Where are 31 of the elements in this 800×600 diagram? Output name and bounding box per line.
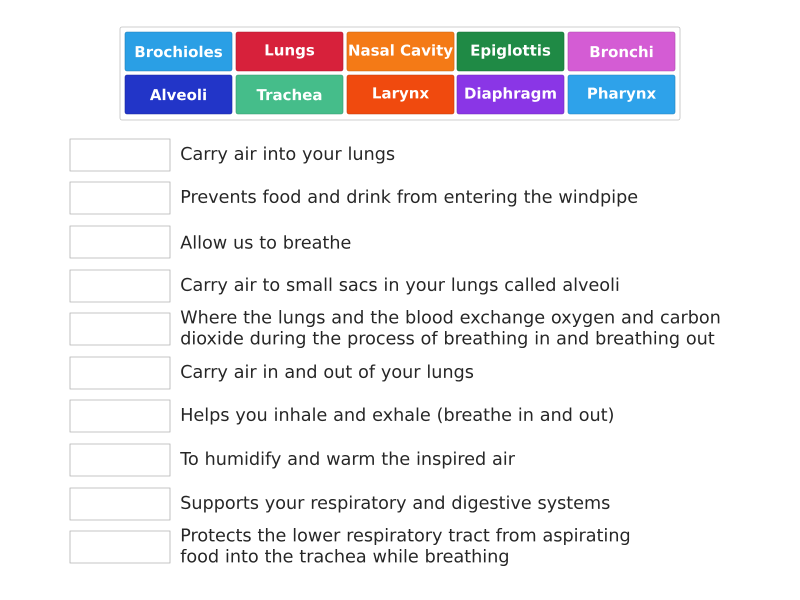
clue-text: Carry air in and out of your lungs xyxy=(181,364,474,382)
word-tile: Alveoli xyxy=(124,74,232,114)
clue-text: Carry air to small sacs in your lungs called alveoli xyxy=(181,278,618,295)
answer-box xyxy=(70,312,170,346)
word-tile: Diaphragm xyxy=(456,74,564,114)
word-tile: Trachea xyxy=(236,74,344,114)
answer-box xyxy=(70,444,170,476)
answer-box xyxy=(70,226,170,258)
word-tile: Larynx xyxy=(346,74,454,114)
answer-box xyxy=(70,530,170,564)
clue-text: Helps you inhale and exhale (breathe in and out) xyxy=(182,408,613,425)
clue-text: Where the lungs and the blood exchange oxygen and carbon dioxide during the process of breathing in and breathing out xyxy=(180,310,720,348)
answer-box xyxy=(70,400,170,432)
answer-box xyxy=(70,138,170,172)
word-tile: Lungs xyxy=(236,32,344,72)
clue-text: Prevents food and drink from entering the windpipe xyxy=(182,190,638,207)
answer-box xyxy=(70,270,170,302)
answer-box xyxy=(70,182,170,214)
word-tile: Nasal Cavity xyxy=(346,32,454,72)
clue-text: Allow us to breathe xyxy=(180,235,350,249)
clue-text: To humidify and warm the inspired air xyxy=(180,452,515,469)
answer-box xyxy=(70,488,170,520)
clue-text: Supports your respiratory and digestive systems xyxy=(181,496,610,513)
word-tile: Epiglottis xyxy=(456,32,564,72)
word-tile: Brochioles xyxy=(124,32,232,72)
tile-tray xyxy=(120,26,680,120)
answer-box xyxy=(70,356,170,390)
clue-text: Carry air into your lungs xyxy=(181,146,394,164)
word-tile: Pharynx xyxy=(568,74,676,114)
clue-text: Protects the lower respiratory tract from aspirating food into the trachea while breathing xyxy=(180,528,630,566)
word-tile: Bronchi xyxy=(568,32,676,72)
